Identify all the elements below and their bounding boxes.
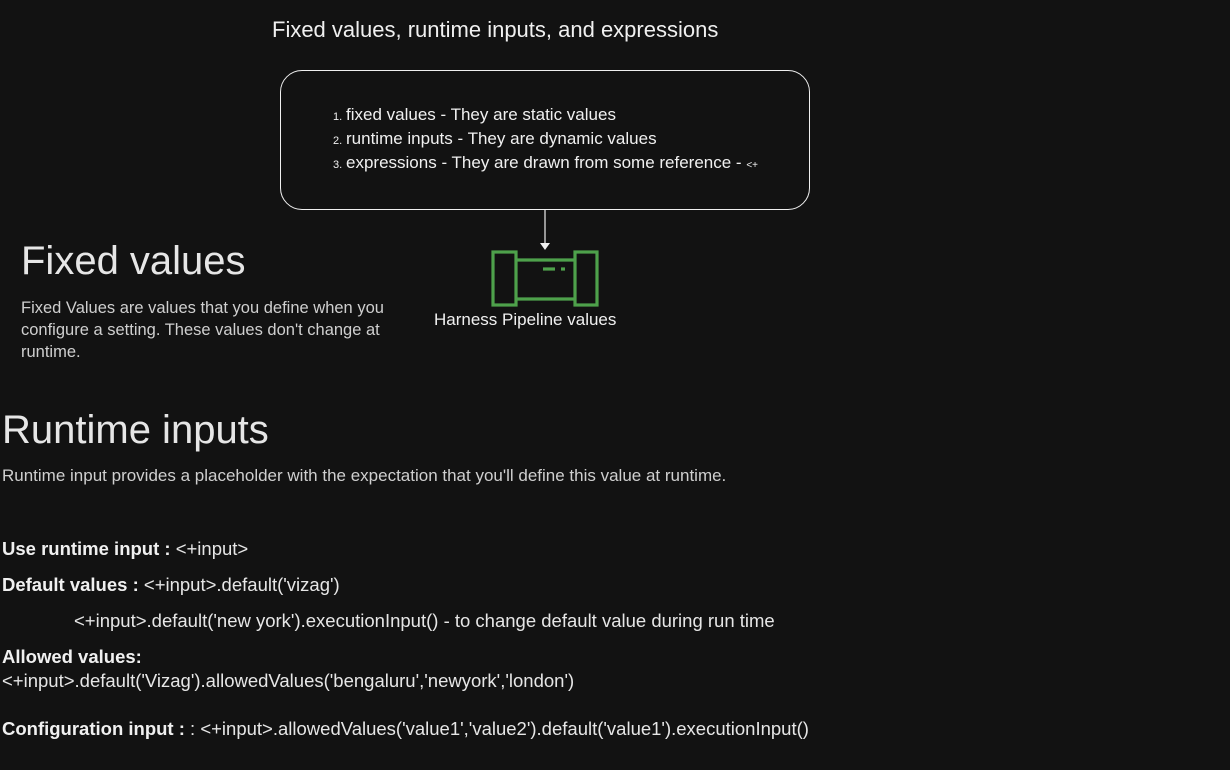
list-item: 1.fixed values - They are static values	[333, 104, 758, 128]
configuration-input-value: : <+input>.allowedValues('value1','value…	[184, 718, 809, 739]
values-list-box: 1.fixed values - They are static values …	[280, 70, 810, 210]
runtime-inputs-heading: Runtime inputs	[2, 408, 269, 452]
default-values-label: Default values :	[2, 574, 139, 595]
list-term: runtime inputs	[346, 129, 453, 148]
pipeline-icon	[491, 250, 599, 307]
list-separator: -	[435, 105, 451, 124]
list-description: They are static values	[450, 105, 616, 124]
configuration-input-line: Configuration input : : <+input>.allowed…	[2, 718, 809, 740]
configuration-input-label: Configuration input :	[2, 718, 185, 739]
list-number: 1.	[333, 111, 343, 123]
fixed-values-description: Fixed Values are values that you define …	[21, 299, 384, 361]
use-runtime-input-label: Use runtime input :	[2, 538, 171, 559]
list-item: 3.expressions - They are drawn from some…	[333, 152, 758, 177]
default-values-line: Default values : <+input>.default('vizag…	[2, 574, 340, 596]
connector-arrow	[540, 210, 550, 250]
list-description: They are drawn from some reference	[451, 153, 732, 172]
default-exec-line: <+input>.default('new york').executionIn…	[74, 610, 775, 631]
allowed-values-value: <+input>.default('Vizag').allowedValues(…	[2, 670, 575, 691]
list-item: 2.runtime inputs - They are dynamic valu…	[333, 128, 758, 152]
fixed-values-heading: Fixed values	[21, 239, 246, 283]
runtime-inputs-description: Runtime input provides a placeholder wit…	[2, 466, 727, 485]
default-values-value: <+input>.default('vizag')	[138, 574, 340, 595]
use-runtime-input-line: Use runtime input : <+input>	[2, 538, 248, 560]
list-term: expressions	[346, 153, 437, 172]
list-tail: <+	[746, 160, 758, 171]
list-separator: -	[452, 129, 468, 148]
allowed-values-label-line: Allowed values:	[2, 646, 142, 668]
use-runtime-input-value: <+input>	[170, 538, 249, 559]
pipeline-label: Harness Pipeline values	[434, 310, 617, 329]
list-separator: -	[436, 153, 452, 172]
allowed-values-label: Allowed values:	[2, 646, 142, 667]
list-description: They are dynamic values	[467, 129, 657, 148]
list-number: 2.	[333, 135, 343, 147]
list-term: fixed values	[346, 105, 436, 124]
list-separator: -	[731, 153, 747, 172]
diagram-title: Fixed values, runtime inputs, and expres…	[272, 17, 719, 42]
list-number: 3.	[333, 159, 343, 171]
values-list: 1.fixed values - They are static values …	[333, 104, 758, 177]
